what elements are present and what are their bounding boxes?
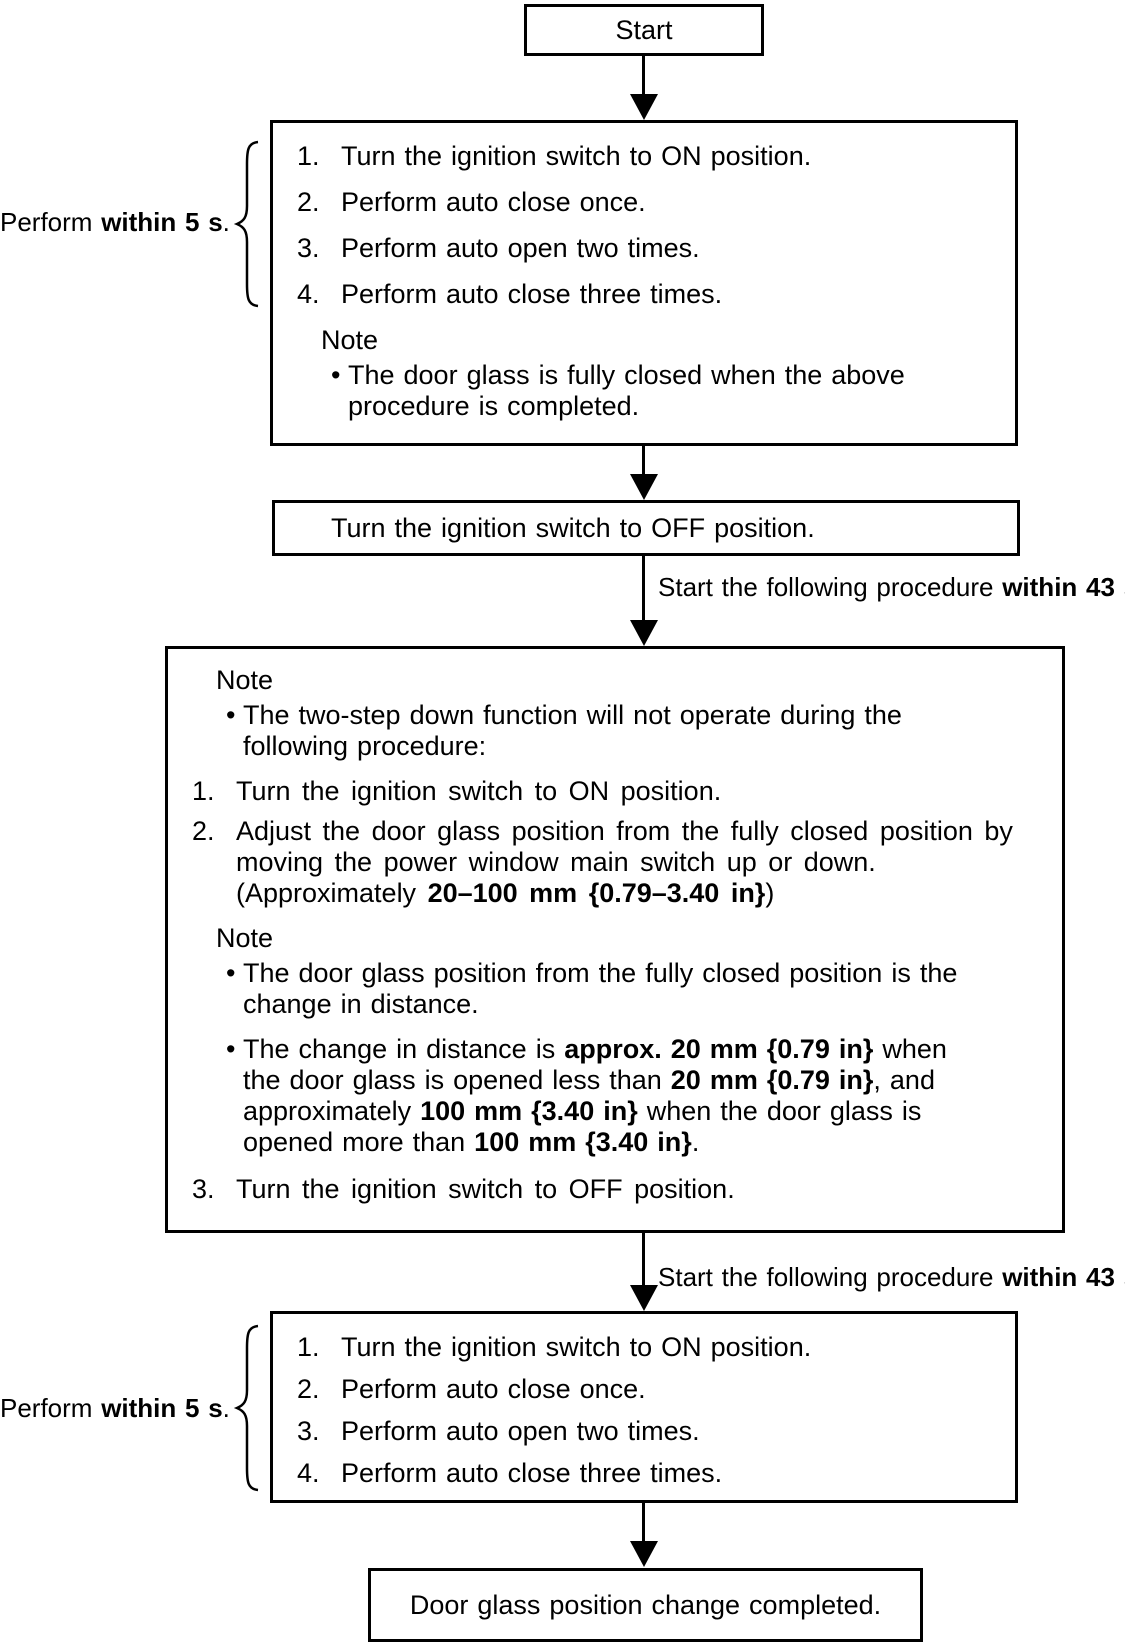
note-bullet: The change in distance is approx. 20 mm …	[226, 1034, 1062, 1158]
arrow-label-within-43s-1: Start the following procedure within 43 …	[658, 572, 1125, 602]
note-block: Note The door glass is fully closed when…	[321, 325, 1015, 422]
connector-line	[642, 1233, 645, 1287]
note-bullet-text: The two-step down function will not oper…	[243, 700, 902, 761]
start-label: Start	[615, 14, 673, 45]
arrowhead-icon	[630, 94, 658, 120]
step-item: 1. Turn the ignition switch to ON positi…	[192, 776, 1062, 807]
curly-brace-icon	[233, 140, 259, 308]
connector-line	[642, 56, 645, 96]
step-item: 4. Perform auto close three times.	[297, 279, 1015, 310]
step-text: Perform auto close once.	[341, 1374, 646, 1404]
step-text: Turn the ignition switch to ON position.	[236, 776, 722, 806]
step-text: Perform auto open two times.	[341, 233, 700, 263]
step-item: 1. Turn the ignition switch to ON positi…	[297, 141, 1015, 172]
step-text: Perform auto close three times.	[341, 1458, 723, 1488]
step-text: Adjust the door glass position from the …	[236, 816, 1013, 908]
procedure-steps: 1. Turn the ignition switch to ON positi…	[273, 141, 1015, 310]
step-item: 2. Perform auto close once.	[297, 187, 1015, 218]
step-text: Turn the ignition switch to OFF position…	[236, 1174, 735, 1204]
procedure-steps: 1. Turn the ignition switch to ON positi…	[273, 1332, 1015, 1489]
arrowhead-icon	[630, 474, 658, 500]
step-item: 3. Perform auto open two times.	[297, 233, 1015, 264]
step-text: Turn the ignition switch to ON position.	[341, 141, 812, 171]
note-title: Note	[216, 923, 274, 953]
step-item: 2. Adjust the door glass position from t…	[192, 816, 1062, 909]
step-number: 2.	[297, 1374, 320, 1404]
note-block: Note The door glass position from the fu…	[216, 923, 1062, 1158]
note-bullets: The two-step down function will not oper…	[226, 700, 1062, 762]
end-label: Door glass position change completed.	[409, 1589, 882, 1620]
note-bullets: The door glass is fully closed when the …	[331, 360, 1015, 422]
ignition-off-box: Turn the ignition switch to OFF position…	[272, 500, 1020, 556]
note-bullet-text: The change in distance is approx. 20 mm …	[243, 1034, 947, 1157]
note-bullet: The two-step down function will not oper…	[226, 700, 1062, 762]
step-number: 1.	[297, 1332, 320, 1362]
main-adjustment-box: Note The two-step down function will not…	[165, 646, 1065, 1233]
curly-brace-icon	[233, 1324, 259, 1492]
step-number: 3.	[192, 1174, 215, 1204]
note-bullet-text: The door glass is fully closed when the …	[348, 360, 905, 421]
connector-line	[642, 1503, 645, 1543]
end-node: Door glass position change completed.	[368, 1568, 923, 1642]
step-text: Turn the ignition switch to ON position.	[341, 1332, 812, 1362]
step-item: 1. Turn the ignition switch to ON positi…	[297, 1332, 1015, 1363]
adjustment-steps-1-2: 1. Turn the ignition switch to ON positi…	[168, 776, 1062, 909]
procedure-box-bottom: 1. Turn the ignition switch to ON positi…	[270, 1311, 1018, 1503]
step-text: Perform auto open two times.	[341, 1416, 700, 1446]
arrowhead-icon	[630, 1541, 658, 1567]
ignition-off-text: Turn the ignition switch to OFF position…	[331, 512, 815, 543]
step-number: 2.	[297, 187, 320, 217]
arrowhead-icon	[630, 620, 658, 646]
side-label-perform-5s-bottom: Perform within 5 s.	[0, 1393, 230, 1423]
step-text: Perform auto close three times.	[341, 279, 723, 309]
step-number: 3.	[297, 1416, 320, 1446]
connector-line	[642, 446, 645, 476]
note-bullet: The door glass position from the fully c…	[226, 958, 1062, 1020]
arrowhead-icon	[630, 1285, 658, 1311]
note-bullet: The door glass is fully closed when the …	[331, 360, 1015, 422]
step-item: 3. Perform auto open two times.	[297, 1416, 1015, 1447]
connector-line	[642, 556, 645, 622]
step-number: 2.	[192, 816, 215, 846]
procedure-box-top: 1. Turn the ignition switch to ON positi…	[270, 120, 1018, 446]
start-node: Start	[524, 4, 764, 56]
step-number: 3.	[297, 233, 320, 263]
step-number: 4.	[297, 1458, 320, 1488]
side-label-perform-5s-top: Perform within 5 s.	[0, 207, 230, 237]
note-title: Note	[321, 325, 379, 355]
step-item: 4. Perform auto close three times.	[297, 1458, 1015, 1489]
note-bullets: The door glass position from the fully c…	[226, 958, 1062, 1158]
note-bullet-text: The door glass position from the fully c…	[243, 958, 958, 1019]
note-block: Note The two-step down function will not…	[216, 665, 1062, 762]
note-title: Note	[216, 665, 274, 695]
arrow-label-within-43s-2: Start the following procedure within 43 …	[658, 1262, 1125, 1292]
step-item: 2. Perform auto close once.	[297, 1374, 1015, 1405]
adjustment-step-3: 3. Turn the ignition switch to OFF posit…	[168, 1174, 1062, 1205]
step-item: 3. Turn the ignition switch to OFF posit…	[192, 1174, 1062, 1205]
step-number: 1.	[192, 776, 215, 806]
step-text: Perform auto close once.	[341, 187, 646, 217]
step-number: 4.	[297, 279, 320, 309]
step-number: 1.	[297, 141, 320, 171]
